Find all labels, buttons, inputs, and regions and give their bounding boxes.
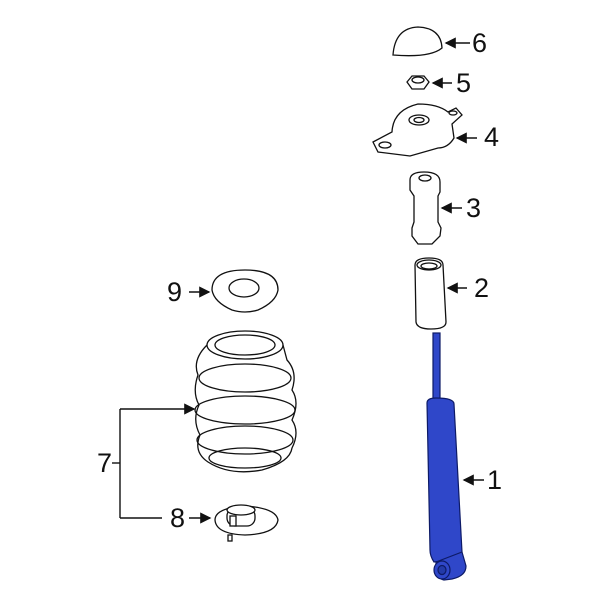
bump-stop-part — [409, 171, 442, 245]
cap-part — [392, 26, 443, 57]
callout-4: 4 — [484, 122, 500, 152]
lower-spring-seat-part — [214, 504, 279, 542]
callout-8: 8 — [170, 503, 186, 533]
callout-2: 2 — [474, 273, 490, 303]
coil-spring-part — [194, 330, 297, 473]
callout-5: 5 — [456, 68, 472, 98]
callout-3: 3 — [466, 193, 482, 223]
nut-part — [406, 75, 430, 90]
shock-absorber-part[interactable] — [426, 332, 467, 581]
callout-1[interactable]: 1 — [487, 465, 503, 495]
callout-7: 7 — [97, 448, 113, 478]
callout-9: 9 — [167, 277, 183, 307]
dust-boot-part — [414, 257, 447, 330]
upper-mount-part — [372, 103, 463, 157]
upper-spring-seat-part — [211, 269, 279, 313]
callout-6: 6 — [472, 28, 488, 58]
